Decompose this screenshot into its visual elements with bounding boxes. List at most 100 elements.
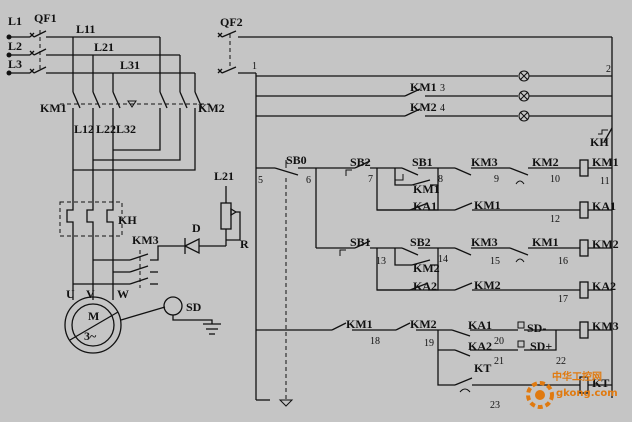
label-ka2-hold: KA2 (413, 279, 437, 293)
label-coil-ka1: KA1 (592, 199, 616, 213)
label-sb0: SB0 (286, 153, 307, 167)
label-ka1-brake: KA1 (468, 318, 492, 332)
label-w: W (117, 287, 129, 301)
motor-m (64, 296, 122, 354)
node-8: 8 (438, 174, 443, 185)
node-3: 3 (440, 83, 445, 94)
ground-symbol (203, 323, 221, 335)
kh-thermal-relay (59, 201, 123, 237)
label-coil-km1: KM1 (592, 155, 619, 169)
label-v: V (86, 287, 95, 301)
watermark-text-url: gkong.com (556, 388, 618, 399)
label-diode: D (192, 221, 201, 235)
label-km3-brake: KM3 (132, 233, 159, 247)
coil-km3 (579, 321, 589, 339)
node-9: 9 (494, 174, 499, 185)
node-16: 16 (558, 256, 568, 267)
node-12: 12 (550, 214, 560, 225)
node-23: 23 (490, 400, 500, 411)
label-km1-main: KM1 (40, 101, 67, 115)
coil-km1 (579, 159, 589, 177)
qf1-breaker (29, 30, 47, 74)
node-19: 19 (424, 338, 434, 349)
coil-km2 (579, 239, 589, 257)
label-kh-nc: KH (590, 135, 609, 149)
label-sd-minus: SD- (527, 321, 546, 335)
label-km1-ka1: KM1 (474, 198, 501, 212)
label-l32: L32 (116, 122, 136, 136)
label-km1-brake: KM1 (346, 317, 373, 331)
resistor-r (220, 202, 232, 230)
label-l1: L1 (8, 14, 22, 28)
node-11: 11 (600, 176, 610, 187)
node-6: 6 (306, 175, 311, 186)
diode-d (183, 237, 200, 255)
label-l11: L11 (76, 22, 95, 36)
node-13: 13 (376, 256, 386, 267)
label-km2-main: KM2 (198, 101, 225, 115)
speed-detector-sd (163, 296, 183, 316)
label-l12: L12 (74, 122, 94, 136)
km3-brake-contacts (129, 250, 149, 288)
coil-ka2 (579, 281, 589, 299)
label-coil-kt: KT (592, 376, 609, 390)
label-sb1-rev: SB1 (350, 235, 371, 249)
label-qf2: QF2 (220, 15, 243, 29)
label-qf1: QF1 (34, 11, 57, 25)
node-4: 4 (440, 103, 445, 114)
label-coil-km2: KM2 (592, 237, 619, 251)
label-km2-brake: KM2 (410, 317, 437, 331)
node-2: 2 (606, 64, 611, 75)
label-km2-lamp: KM2 (410, 100, 437, 114)
label-l3: L3 (8, 57, 22, 71)
coil-ka1 (579, 201, 589, 219)
node-20: 20 (494, 336, 504, 347)
km2-main-contacts (159, 91, 203, 122)
node-7: 7 (368, 174, 373, 185)
label-km3-nc-rev: KM3 (471, 235, 498, 249)
label-sb1-fwd: SB1 (412, 155, 433, 169)
label-kt-contact: KT (474, 361, 491, 375)
node-14: 14 (438, 254, 448, 265)
label-km2-nc-fwd: KM2 (532, 155, 559, 169)
node-5: 5 (258, 175, 263, 186)
label-l22: L22 (96, 122, 116, 136)
sd-minus-contact (517, 321, 525, 329)
node-22: 22 (556, 356, 566, 367)
label-motor-phase: 3~ (84, 329, 97, 343)
label-l21-feed: L21 (214, 169, 234, 183)
label-l21: L21 (94, 40, 114, 54)
label-ka1-hold: KA1 (413, 199, 437, 213)
label-sb2-fwd: SB2 (350, 155, 371, 169)
node-18: 18 (370, 336, 380, 347)
label-km1-hold: KM1 (413, 182, 440, 196)
label-sd-plus: SD+ (530, 339, 552, 353)
km1-main-contacts (72, 91, 121, 122)
label-coil-km3: KM3 (592, 319, 619, 333)
label-km2-ka2: KM2 (474, 278, 501, 292)
node-17: 17 (558, 294, 568, 305)
label-coil-ka2: KA2 (592, 279, 616, 293)
watermark-text-cn: 中华工控网 (552, 370, 602, 383)
label-u: U (66, 287, 75, 301)
power-circuit: L1 L2 L3 QF1 L11 L21 L31 (6, 11, 249, 354)
control-circuit: QF2 1 2 3 4 KM1 KM2 (217, 15, 619, 411)
sd-plus-contact (517, 340, 525, 348)
label-resistor: R (240, 237, 249, 251)
label-km3-nc-fwd: KM3 (471, 155, 498, 169)
watermark: 中华工控网 gkong.com (526, 370, 618, 409)
label-kh-relay: KH (118, 213, 137, 227)
label-km1-lamp: KM1 (410, 80, 437, 94)
label-l2: L2 (8, 39, 22, 53)
node-21: 21 (494, 356, 504, 367)
label-sd: SD (186, 300, 202, 314)
node-10: 10 (550, 174, 560, 185)
label-ka2-brake: KA2 (468, 339, 492, 353)
label-motor: M (88, 309, 99, 323)
node-1: 1 (252, 61, 257, 72)
label-l31: L31 (120, 58, 140, 72)
node-15: 15 (490, 256, 500, 267)
label-km2-hold: KM2 (413, 261, 440, 275)
